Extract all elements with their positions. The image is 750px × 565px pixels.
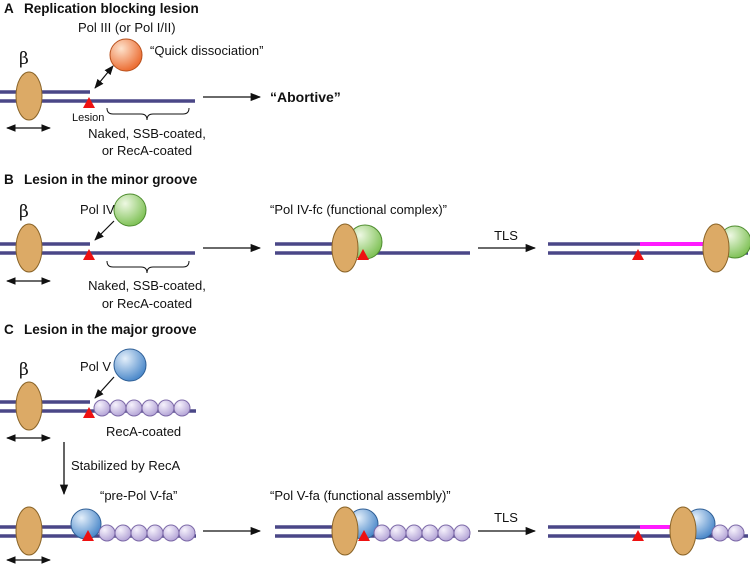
beta-clamp xyxy=(331,223,359,273)
tls-label: TLS xyxy=(494,510,518,525)
stabilized-label: Stabilized by RecA xyxy=(71,458,180,473)
pol-iv-fc-label: “Pol IV-fc (functional complex)” xyxy=(270,202,447,217)
tls-label: TLS xyxy=(494,228,518,243)
beta-clamp xyxy=(15,223,43,273)
beta-clamp xyxy=(15,506,43,556)
coating-line-2: or RecA-coated xyxy=(102,143,192,158)
post-tls-complex xyxy=(548,223,750,273)
beta-clamp xyxy=(15,71,43,121)
beta-clamp-label: β xyxy=(19,202,29,222)
panel-b: B Lesion in the minor groove β Pol IV Na… xyxy=(0,172,750,311)
reca-coated-label: RecA-coated xyxy=(106,424,181,439)
panel-a-letter: A xyxy=(4,1,14,16)
pol-v-fa-label: “Pol V-fa (functional assembly)” xyxy=(270,488,451,503)
abortive-label: “Abortive” xyxy=(270,89,341,105)
panel-a-title: Replication blocking lesion xyxy=(24,1,199,16)
pol-v-label: Pol V xyxy=(80,359,111,374)
dissociation-label: “Quick dissociation” xyxy=(150,43,263,58)
lesion-marker xyxy=(358,530,370,541)
binding-arrow xyxy=(94,220,115,241)
ssdna-brace xyxy=(106,260,190,274)
pol-iii-sphere xyxy=(109,38,143,72)
pre-pol-v-fa-complex xyxy=(0,506,196,564)
pol-iv-sphere xyxy=(113,193,147,227)
lesion-marker xyxy=(83,97,95,108)
dissociation-arrow xyxy=(94,65,114,89)
lesion-label: Lesion xyxy=(72,112,104,124)
beta-clamp-label: β xyxy=(19,49,29,69)
beta-clamp xyxy=(15,381,43,431)
lesion-marker xyxy=(83,407,95,418)
binding-arrow xyxy=(94,376,115,399)
pol-v-sphere xyxy=(113,348,147,382)
beta-clamp xyxy=(669,506,697,556)
pre-pol-v-fa-label: “pre-Pol V-fa” xyxy=(100,488,177,503)
beta-clamp xyxy=(331,506,359,556)
panel-a: A Replication blocking lesion β Lesion P… xyxy=(0,1,341,158)
reca-filament xyxy=(93,399,191,417)
coating-line-2: or RecA-coated xyxy=(102,296,192,311)
coating-line-1: Naked, SSB-coated, xyxy=(88,278,206,293)
lesion-marker xyxy=(357,249,369,260)
coating-line-1: Naked, SSB-coated, xyxy=(88,126,206,141)
beta-clamp-label: β xyxy=(19,360,29,380)
panel-c-letter: C xyxy=(4,322,14,337)
pol-iv-fc-complex xyxy=(275,223,470,273)
beta-clamp xyxy=(702,223,730,273)
lesion-marker xyxy=(632,530,644,541)
panel-c-title: Lesion in the major groove xyxy=(24,322,197,337)
pol-iii-label: Pol III (or Pol I/II) xyxy=(78,20,176,35)
panel-c: C Lesion in the major groove β Pol V Rec… xyxy=(0,322,748,564)
post-tls-pol-v-complex xyxy=(548,506,748,556)
ssdna-brace xyxy=(106,107,190,121)
panel-b-title: Lesion in the minor groove xyxy=(24,172,198,187)
pol-v-fa-complex xyxy=(275,506,471,556)
lesion-marker xyxy=(632,249,644,260)
panel-b-letter: B xyxy=(4,172,14,187)
lesion-marker xyxy=(83,249,95,260)
lesion-marker xyxy=(82,530,94,541)
pol-iv-label: Pol IV xyxy=(80,202,115,217)
